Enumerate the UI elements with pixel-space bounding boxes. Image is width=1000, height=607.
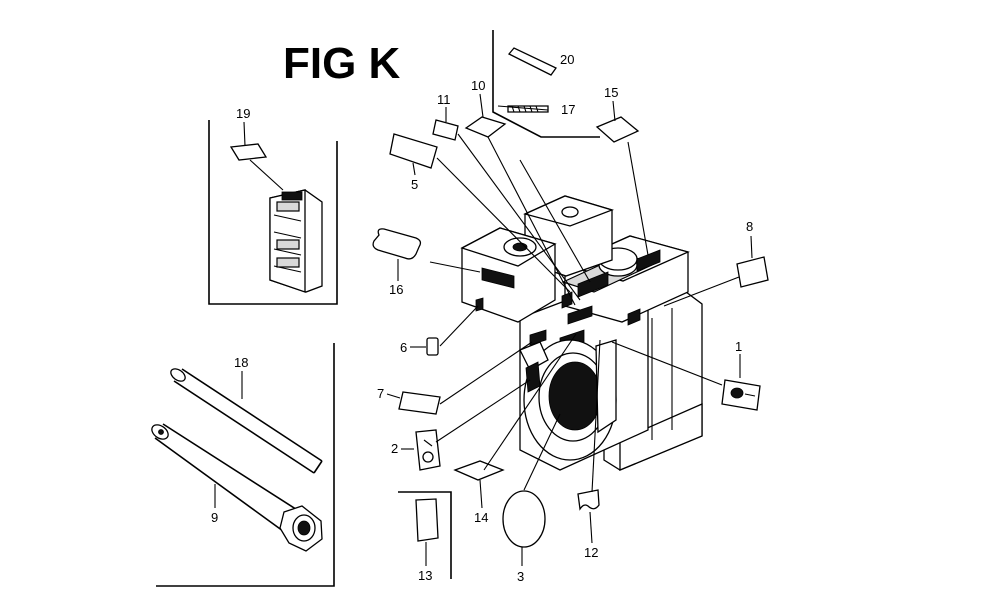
callout-17: 17: [561, 102, 575, 117]
part-9-handle: [151, 423, 323, 552]
inset-decal-13: [398, 491, 452, 579]
inset-frame-top: [208, 120, 338, 305]
decal-15: [595, 116, 640, 143]
leader-19: [249, 159, 284, 191]
inset-frame-top-right: [492, 30, 600, 138]
decal-20: [507, 47, 557, 76]
callout-20: 20: [560, 52, 574, 67]
part-18-tube: [170, 368, 323, 474]
decal-7: [398, 391, 441, 415]
callout-15: 15: [604, 85, 618, 100]
callout-5: 5: [411, 177, 418, 192]
decal-1: [721, 379, 761, 411]
engine-body: [460, 195, 703, 471]
inset-frame-13: [398, 491, 452, 579]
callout-2: 2: [391, 441, 398, 456]
callout-7: 7: [377, 386, 384, 401]
callout-11: 11: [437, 92, 451, 107]
callout-14: 14: [474, 510, 488, 525]
decal-10: [464, 116, 507, 138]
decal-12: [577, 489, 600, 511]
callout-3: 3: [517, 569, 524, 584]
callout-12: 12: [584, 545, 598, 560]
inset-frame-bottom: [156, 343, 335, 587]
decal-5: [389, 133, 438, 169]
callout-16: 16: [389, 282, 403, 297]
callout-6: 6: [400, 340, 407, 355]
decal-2: [415, 429, 441, 471]
callout-10: 10: [471, 78, 485, 93]
decal-11: [432, 119, 459, 141]
inset-top-decals: [464, 30, 600, 138]
callout-19: 19: [236, 106, 250, 121]
decal-13: [415, 498, 439, 542]
decal-19: [229, 143, 268, 161]
callout-1: 1: [735, 339, 742, 354]
callout-18: 18: [234, 355, 248, 370]
decal-6: [426, 337, 439, 356]
callout-labels: 1 2 3 5 6 7 8 9 10 11 12 13 14 15 16 17 …: [211, 52, 753, 584]
decal-16: [372, 228, 422, 260]
inset-air-cleaner: [208, 120, 338, 305]
callout-13: 13: [418, 568, 432, 583]
decal-14: [453, 460, 505, 481]
decal-8: [736, 256, 769, 288]
decal-3: [502, 490, 546, 548]
leader-lines: [429, 105, 740, 493]
figure-title: FIG K: [283, 39, 401, 88]
callout-9: 9: [211, 510, 218, 525]
air-cleaner-cover: [269, 189, 323, 293]
inset-handle: [151, 343, 335, 587]
callout-8: 8: [746, 219, 753, 234]
